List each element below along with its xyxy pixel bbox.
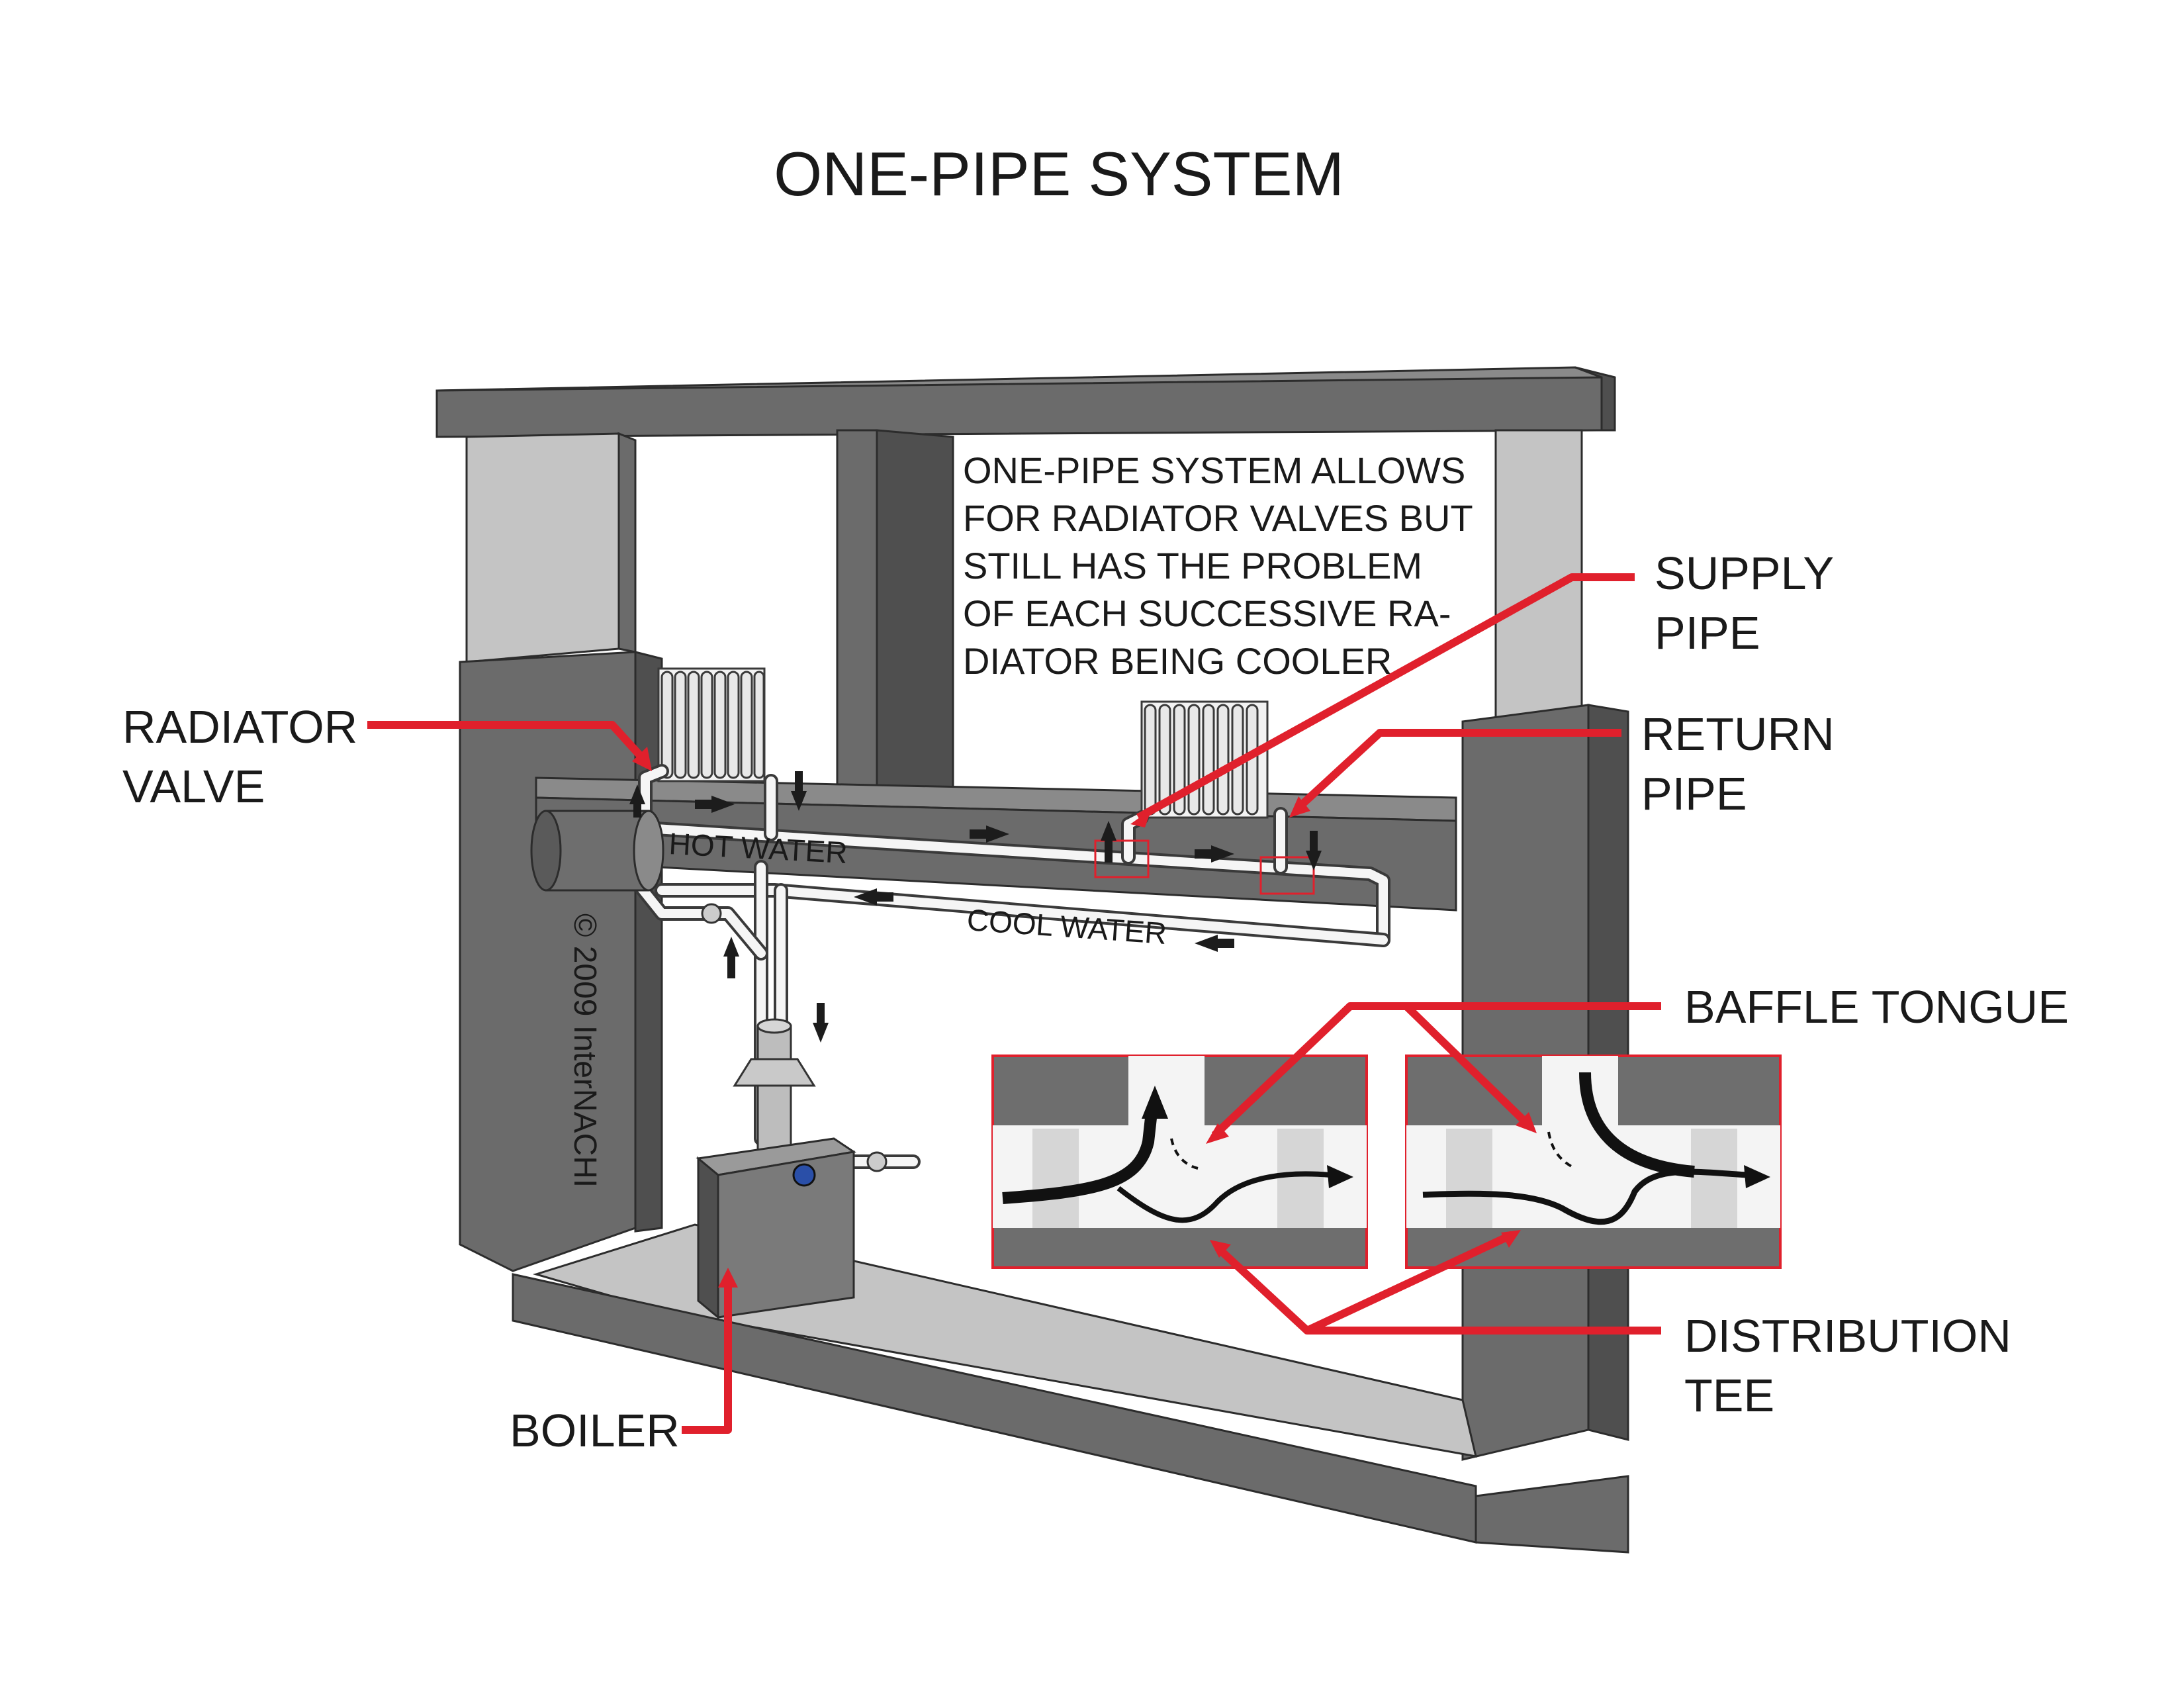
leader-baffle-tongue-b: [1403, 1003, 1532, 1129]
diagram-title: ONE-PIPE SYSTEM: [774, 139, 1344, 209]
leader-boiler: [682, 1278, 732, 1434]
label-radiator-valve-1: RADIATOR: [122, 701, 357, 753]
leader-radiator-valve: [367, 721, 649, 765]
arrow-down-1: [791, 791, 807, 811]
arrow-down-3: [813, 1023, 829, 1043]
note-line-3: STILL HAS THE PROBLEM: [963, 545, 1422, 586]
note-line-1: ONE-PIPE SYSTEM ALLOWS: [963, 449, 1465, 491]
label-return-pipe-2: PIPE: [1641, 768, 1747, 820]
label-supply-pipe-2: PIPE: [1655, 607, 1760, 659]
tee-inset-left: [991, 1055, 1368, 1269]
arrow-up-2: [1101, 821, 1116, 841]
tee-inset-right: [1405, 1055, 1782, 1269]
flow-arrows: [629, 771, 1322, 1043]
label-boiler: BOILER: [510, 1405, 680, 1456]
note-line-5: DIATOR BEING COOLER: [963, 640, 1392, 682]
note-block: ONE-PIPE SYSTEM ALLOWS FOR RADIATOR VALV…: [963, 449, 1473, 682]
note-line-2: FOR RADIATOR VALVES BUT: [963, 497, 1473, 539]
leader-supply-pipe: [1136, 573, 1635, 821]
arrow-left-2: [1195, 935, 1218, 952]
note-line-4: OF EACH SUCCESSIVE RA-: [963, 592, 1451, 634]
label-distribution-tee-2: TEE: [1684, 1370, 1774, 1421]
label-distribution-tee-1: DISTRIBUTION: [1684, 1310, 2011, 1362]
label-return-pipe-1: RETURN: [1641, 708, 1835, 760]
label-baffle-tongue: BAFFLE TONGUE: [1684, 981, 2069, 1033]
copyright-text: © 2009 InterNACHI: [567, 914, 602, 1188]
arrow-right-3: [1211, 845, 1234, 863]
radiator-left: [657, 667, 766, 782]
arrow-up-3: [723, 937, 739, 957]
label-supply-pipe-1: SUPPLY: [1655, 547, 1834, 599]
cool-water-label: COOL WATER: [966, 902, 1167, 951]
leader-baffle-tongue-a: [1211, 1002, 1661, 1139]
leader-return-pipe: [1294, 729, 1621, 812]
arrow-right-1: [711, 796, 735, 813]
leader-lines: [367, 573, 1661, 1434]
boiler-unit: [696, 1018, 856, 1320]
arrow-down-2: [1306, 851, 1322, 870]
arrow-right-2: [986, 825, 1009, 843]
label-radiator-valve-2: VALVE: [122, 761, 265, 812]
arrow-left-1: [854, 888, 877, 906]
expansion-tank: [530, 810, 664, 892]
